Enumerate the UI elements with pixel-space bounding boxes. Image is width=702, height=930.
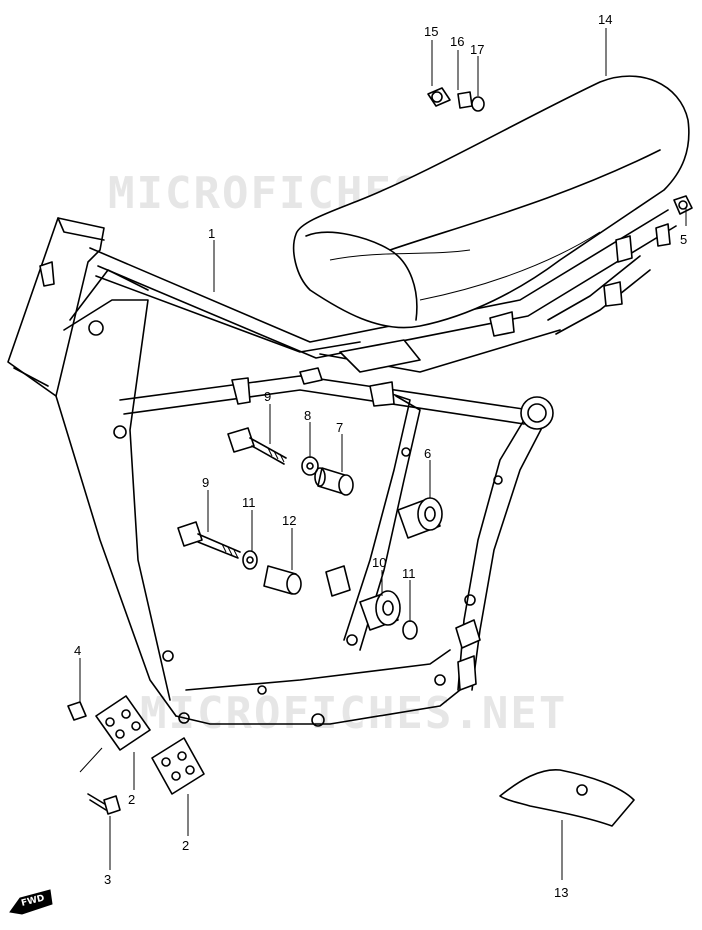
mounting-plate-a xyxy=(95,695,151,751)
callout-8: 8 xyxy=(304,408,311,423)
seat-part xyxy=(292,75,690,329)
callout-9b: 9 xyxy=(202,475,209,490)
washer-left-part xyxy=(242,550,258,570)
nut-part xyxy=(67,701,87,721)
callout-14: 14 xyxy=(598,12,612,27)
callout-5: 5 xyxy=(680,232,687,247)
callout-11a: 11 xyxy=(242,495,256,510)
callout-1: 1 xyxy=(208,226,215,241)
callout-13: 13 xyxy=(554,885,568,900)
seat-hardware xyxy=(427,87,485,112)
mounting-plate-b xyxy=(151,737,205,795)
callout-3: 3 xyxy=(104,872,111,887)
callout-6: 6 xyxy=(424,446,431,461)
leader-lines xyxy=(79,28,687,880)
frame-part xyxy=(7,209,677,727)
bushing-part xyxy=(397,497,443,539)
bushing-lower-part xyxy=(359,590,401,631)
callout-4: 4 xyxy=(74,643,81,658)
callout-16: 16 xyxy=(450,34,464,49)
callout-7: 7 xyxy=(336,420,343,435)
callout-17: 17 xyxy=(470,42,484,57)
callout-15: 15 xyxy=(424,24,438,39)
cap-nut-part xyxy=(673,195,693,215)
forward-direction-badge: FWD xyxy=(9,889,53,915)
callout-2a: 2 xyxy=(128,792,135,807)
washer-right-part xyxy=(402,620,418,640)
callout-10: 10 xyxy=(372,555,386,570)
bolt-upper-part xyxy=(227,427,287,465)
collar-lower-part xyxy=(263,565,302,595)
collar-part xyxy=(314,467,354,496)
watermark-bottom: MICROFICHES.NET xyxy=(140,688,567,739)
callout-2b: 2 xyxy=(182,838,189,853)
callout-11b: 11 xyxy=(402,566,416,581)
cover-part xyxy=(499,769,635,827)
callout-9a: 9 xyxy=(264,389,271,404)
callout-12: 12 xyxy=(282,513,296,528)
bolt-lower-part xyxy=(177,521,241,559)
bolt-small-part xyxy=(87,793,121,815)
